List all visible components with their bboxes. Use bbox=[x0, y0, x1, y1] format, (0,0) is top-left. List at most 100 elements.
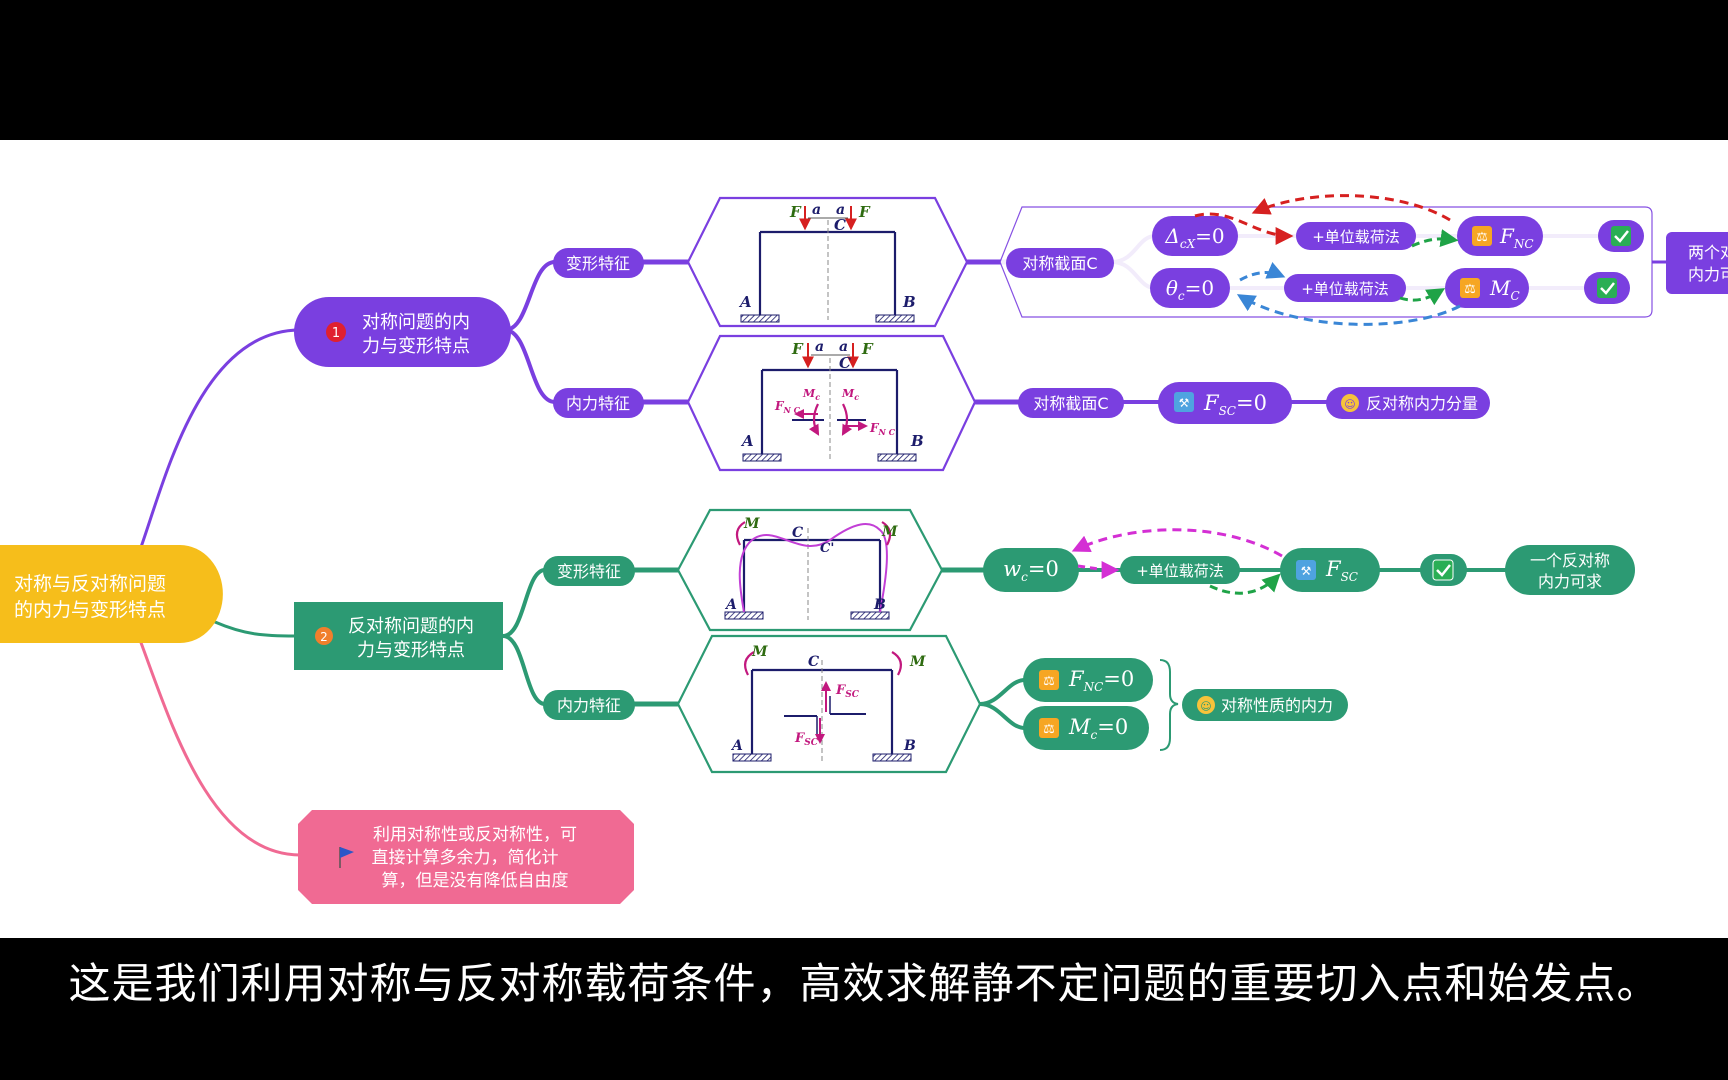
branch2-label-line2: 力与变形特点 bbox=[357, 640, 465, 661]
b2-deform-label: 变形特征 bbox=[557, 562, 621, 581]
b1-conclusion-line2: 内力可 bbox=[1688, 265, 1728, 284]
figure1-symmetric-deformation: F F a a C A B bbox=[686, 196, 969, 328]
balance-icon-glyph: ⚖ bbox=[1476, 230, 1488, 245]
fig2-F-left: F bbox=[791, 340, 804, 358]
branch3-line1: 利用对称性或反对称性，可 bbox=[373, 825, 577, 845]
b1-section-c-node[interactable]: 对称截面C bbox=[1006, 248, 1114, 278]
wc-zero-node[interactable]: wc=0 bbox=[983, 548, 1079, 592]
fig4-M-left: M bbox=[751, 644, 768, 660]
green-dashed-arrow-3 bbox=[1209, 573, 1281, 595]
blue-dashed-arrow-back bbox=[1236, 294, 1461, 326]
fig1-a-right: a bbox=[836, 202, 845, 218]
theta-c-node[interactable]: θc=0 bbox=[1150, 268, 1230, 308]
check-node-1[interactable] bbox=[1598, 220, 1644, 252]
central-label-line1: 对称与反对称问题 bbox=[14, 573, 166, 595]
fig2-Fnc-right: FN C bbox=[869, 421, 896, 437]
fig3-C-prime: C' bbox=[820, 541, 834, 556]
b2-conclusion-line2: 内力可求 bbox=[1538, 572, 1602, 591]
fig3-M-left: M bbox=[743, 516, 760, 532]
fig3-M-right: M bbox=[881, 524, 898, 540]
b2-deform-label-node[interactable]: 变形特征 bbox=[543, 556, 635, 586]
b1-internal-label: 内力特征 bbox=[566, 394, 630, 413]
wc-zero-formula: wc=0 bbox=[1003, 557, 1059, 584]
red-dashed-arrow-back bbox=[1251, 194, 1451, 222]
balance-icon-glyph: ⚖ bbox=[1043, 674, 1055, 689]
b2-fnc-zero-node[interactable]: ⚖ FNC=0 bbox=[1023, 658, 1153, 702]
b1-deform-label-node[interactable]: 变形特征 bbox=[553, 248, 644, 278]
unit-load-method-label-1: +单位载荷法 bbox=[1312, 228, 1400, 246]
b2-internal-label-node[interactable]: 内力特征 bbox=[543, 690, 635, 720]
fig3-B: B bbox=[873, 597, 886, 613]
antisym-component-node[interactable]: ☺ 反对称内力分量 bbox=[1326, 387, 1490, 419]
unit-load-method-node-2[interactable]: +单位载荷法 bbox=[1284, 274, 1406, 302]
b2-mc-zero-formula: Mc=0 bbox=[1068, 715, 1128, 742]
unit-load-method-node-1[interactable]: +单位载荷法 bbox=[1296, 222, 1416, 250]
b2-conclusion-line1: 一个反对称 bbox=[1530, 551, 1610, 570]
check-icon bbox=[1432, 559, 1454, 581]
sym-internal-node[interactable]: ☺ 对称性质的内力 bbox=[1182, 689, 1348, 721]
green-dashed-arrow-2 bbox=[1399, 288, 1446, 306]
hammer-icon bbox=[1296, 560, 1316, 580]
fig1-B: B bbox=[902, 293, 916, 311]
smile-icon bbox=[1197, 696, 1215, 714]
b1-internal-section-c-label: 对称截面C bbox=[1033, 394, 1108, 413]
figure4-antisymmetric-internal-forces: M M C FSC FSC A B bbox=[676, 634, 982, 774]
b2-conclusion-node[interactable]: 一个反对称 内力可求 bbox=[1505, 545, 1635, 595]
fnc-result-formula: FNC bbox=[1499, 224, 1534, 251]
b1-internal-label-node[interactable]: 内力特征 bbox=[553, 388, 644, 418]
branch3-node[interactable]: 利用对称性或反对称性，可 直接计算多余力，简化计 算，但是没有降低自由度 bbox=[298, 810, 634, 904]
check-icon bbox=[1611, 226, 1631, 246]
branch2-node[interactable]: 2 反对称问题的内 力与变形特点 bbox=[294, 602, 503, 670]
central-label-line2: 的内力与变形特点 bbox=[14, 599, 166, 621]
fig1-F-right: F bbox=[858, 203, 871, 221]
fig2-Mc-right: Mc bbox=[841, 387, 859, 402]
number-badge-1 bbox=[326, 322, 346, 342]
branch1-node[interactable]: 1 对称问题的内 力与变形特点 bbox=[294, 297, 511, 367]
number-badge-2-label: 2 bbox=[320, 630, 328, 644]
fig2-A: A bbox=[740, 432, 754, 450]
b2-mc-zero-node[interactable]: ⚖ Mc=0 bbox=[1023, 706, 1149, 750]
blue-arrow-forward bbox=[1239, 262, 1286, 282]
balance-icon-glyph: ⚖ bbox=[1043, 722, 1055, 737]
flag-icon bbox=[340, 847, 354, 858]
b2-fsc-result-formula: FSC bbox=[1325, 557, 1358, 584]
figure2-symmetric-internal-forces: F F a a C Mc Mc FN C FN C A B bbox=[686, 334, 977, 472]
theta-c-formula: θc=0 bbox=[1166, 276, 1214, 303]
branch3-line2: 直接计算多余力，简化计 bbox=[372, 848, 559, 868]
b2-curly-brace bbox=[1159, 659, 1179, 751]
fig3-C: C bbox=[792, 525, 803, 541]
fig2-a-right: a bbox=[839, 339, 848, 355]
balance-icon bbox=[1039, 670, 1059, 690]
fig2-a-left: a bbox=[815, 339, 824, 355]
b2-fnc-zero-formula: FNC=0 bbox=[1068, 667, 1134, 694]
branch1-label-line1: 对称问题的内 bbox=[362, 312, 470, 333]
b1-internal-section-c-node[interactable]: 对称截面C bbox=[1018, 388, 1124, 418]
number-badge-1-label: 1 bbox=[332, 326, 340, 341]
check-node-2[interactable] bbox=[1584, 272, 1630, 304]
fnc-result-node[interactable]: ⚖ FNC bbox=[1457, 216, 1543, 256]
b2-internal-label: 内力特征 bbox=[557, 696, 621, 715]
fig3-A: A bbox=[724, 597, 737, 613]
b2-fsc-result-node[interactable]: ⚒ FSC bbox=[1280, 548, 1380, 592]
sym-internal-label: 对称性质的内力 bbox=[1221, 696, 1333, 715]
fig1-A: A bbox=[738, 293, 752, 311]
unit-load-method-label-2: +单位载荷法 bbox=[1301, 280, 1389, 298]
b1-section-c-label: 对称截面C bbox=[1022, 254, 1097, 273]
fig4-A: A bbox=[730, 738, 743, 754]
smile-icon bbox=[1341, 394, 1359, 412]
central-node[interactable]: 对称与反对称问题 的内力与变形特点 bbox=[0, 545, 223, 643]
fig2-Mc-left: Mc bbox=[802, 387, 820, 402]
branch3-line3: 算，但是没有降低自由度 bbox=[382, 871, 569, 891]
branch1-label-line2: 力与变形特点 bbox=[362, 336, 470, 357]
fsc-zero-formula: FSC=0 bbox=[1203, 391, 1267, 418]
mc-result-node[interactable]: ⚖ MC bbox=[1445, 268, 1529, 308]
number-badge-2 bbox=[315, 627, 333, 645]
delta-cx-formula: ΔcX=0 bbox=[1164, 224, 1224, 251]
fsc-zero-node[interactable]: ⚒ FSC=0 bbox=[1158, 382, 1292, 424]
b2-unit-load-method-node[interactable]: +单位载荷法 bbox=[1120, 556, 1240, 584]
b2-check-node[interactable] bbox=[1420, 554, 1467, 586]
hammer-icon-glyph: ⚒ bbox=[1179, 396, 1190, 410]
b1-conclusion-node[interactable]: 两个对 内力可 bbox=[1666, 232, 1728, 294]
delta-cx-node[interactable]: ΔcX=0 bbox=[1152, 216, 1238, 256]
